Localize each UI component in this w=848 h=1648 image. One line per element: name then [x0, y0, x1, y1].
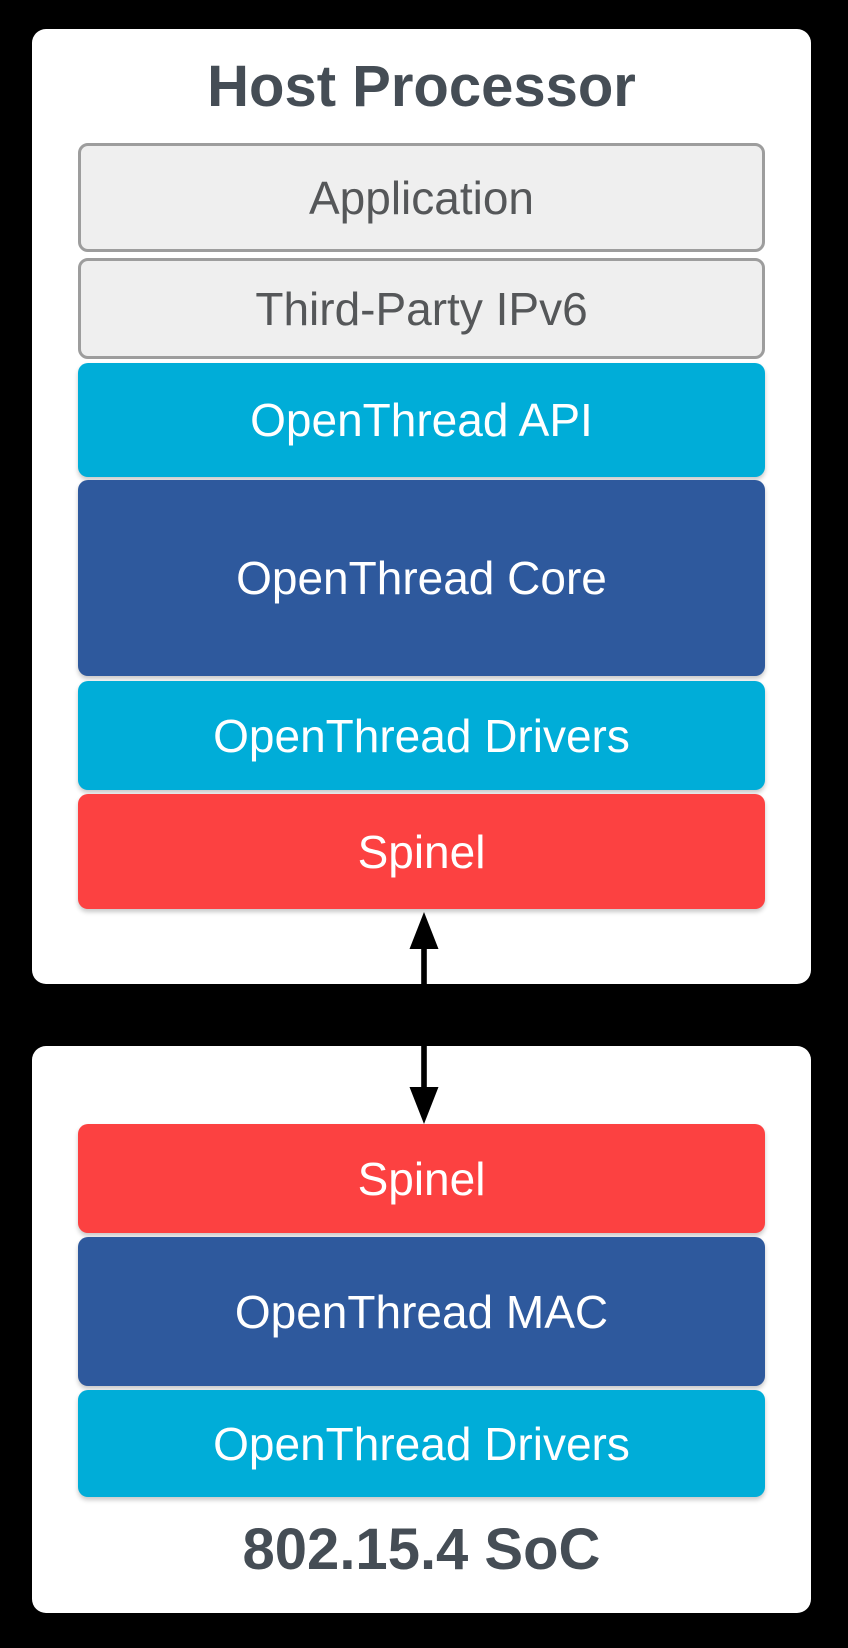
layer-label: OpenThread Drivers — [213, 1417, 630, 1470]
bidirectional-arrow-icon — [409, 912, 439, 1124]
layer-openthread-drivers-host: OpenThread Drivers — [78, 681, 765, 790]
layer-label: Spinel — [357, 825, 486, 878]
host-processor-box: Host Processor Application Third-Party I… — [32, 29, 811, 984]
arrow-shaft — [421, 944, 427, 1092]
layer-openthread-api: OpenThread API — [78, 363, 765, 477]
layer-label: OpenThread API — [250, 394, 593, 446]
layer-label: Application — [308, 171, 535, 224]
layer-application: Application — [78, 143, 765, 252]
layer-label: OpenThread MAC — [234, 1285, 609, 1338]
soc-caption: 802.15.4 SoC — [242, 1517, 601, 1582]
layer-label: OpenThread Drivers — [213, 709, 630, 762]
layer-spinel-host: Spinel — [78, 794, 765, 909]
layer-label: OpenThread Core — [236, 552, 607, 604]
arrow-head-up — [409, 912, 439, 949]
layer-spinel-soc: Spinel — [78, 1124, 765, 1233]
soc-box: Spinel OpenThread MAC OpenThread Drivers — [32, 1046, 811, 1613]
layer-openthread-drivers-soc: OpenThread Drivers — [78, 1390, 765, 1497]
layer-third-party-ipv6: Third-Party IPv6 — [78, 258, 765, 359]
layer-label: Spinel — [357, 1152, 486, 1205]
host-processor-title: Host Processor — [207, 54, 636, 119]
arrow-head-down — [409, 1087, 439, 1124]
layer-openthread-core: OpenThread Core — [78, 480, 765, 676]
layer-label: Third-Party IPv6 — [255, 282, 588, 335]
layer-openthread-mac: OpenThread MAC — [78, 1237, 765, 1386]
